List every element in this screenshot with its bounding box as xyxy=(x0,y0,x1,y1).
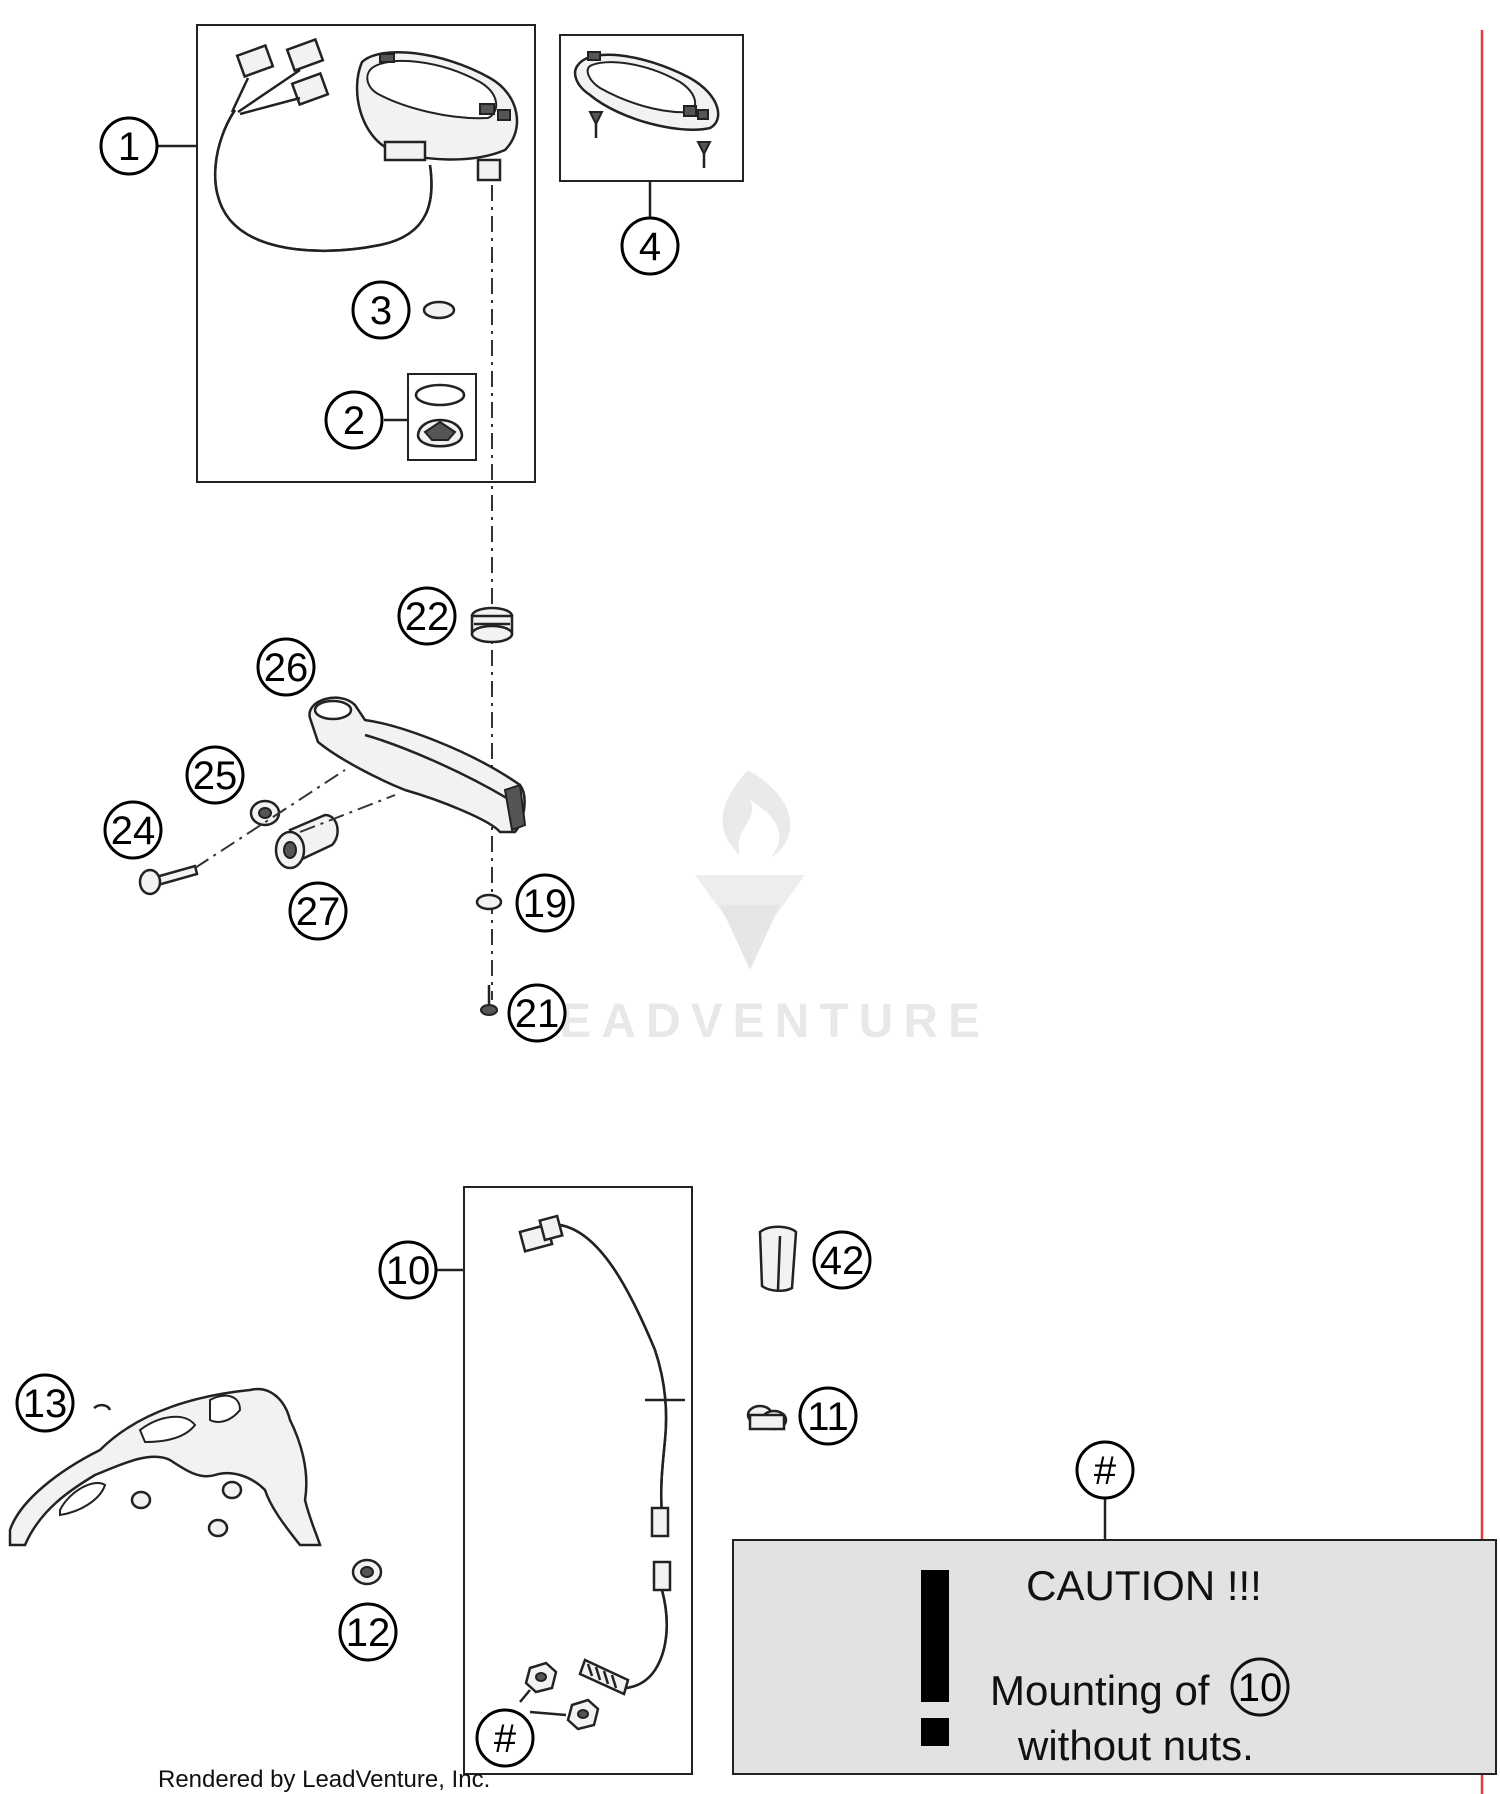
part-26-bracket xyxy=(308,696,527,834)
callout-42: 42 xyxy=(812,1230,872,1290)
callout-10: 10 xyxy=(378,1240,438,1300)
caution-line-1: Mounting of xyxy=(990,1667,1210,1714)
callout-hash-note: # xyxy=(1075,1440,1135,1500)
callout-25: 25 xyxy=(185,745,245,805)
callout-22: 22 xyxy=(397,586,457,646)
speed-sensor-cable-icon xyxy=(518,1214,685,1696)
svg-text:1: 1 xyxy=(118,125,140,169)
footer-credit: Rendered by LeadVenture, Inc. xyxy=(158,1766,490,1793)
callout-12: 12 xyxy=(338,1602,398,1662)
callout-hash-nuts: # xyxy=(475,1708,535,1768)
part-3-disc xyxy=(422,300,456,320)
box-part-4 xyxy=(559,34,744,182)
box-part-10 xyxy=(463,1186,693,1775)
caution-title: CAUTION !!! xyxy=(1026,1562,1262,1609)
svg-text:13: 13 xyxy=(23,1382,68,1426)
callout-11: 11 xyxy=(798,1386,858,1446)
svg-text:2: 2 xyxy=(343,399,365,443)
svg-text:3: 3 xyxy=(370,289,392,333)
callout-1: 1 xyxy=(99,116,159,176)
svg-text:11: 11 xyxy=(807,1395,849,1439)
watermark-text: LEADVENTURE xyxy=(520,995,990,1048)
caution-line-2: without nuts. xyxy=(1017,1722,1254,1769)
box-part-1 xyxy=(196,24,536,483)
svg-text:42: 42 xyxy=(820,1239,865,1283)
part-24-bolt xyxy=(138,864,199,896)
part-19-washer xyxy=(475,893,503,911)
callout-21: 21 xyxy=(507,983,567,1043)
callout-19: 19 xyxy=(515,873,575,933)
callout-3: 3 xyxy=(351,280,411,340)
svg-text:#: # xyxy=(494,1717,517,1761)
dashboard-cover-icon xyxy=(573,51,720,168)
part-22-grommet xyxy=(470,606,514,644)
callout-4: 4 xyxy=(620,216,680,276)
caution-ref-number: 10 xyxy=(1238,1666,1283,1710)
callout-13: 13 xyxy=(15,1373,75,1433)
svg-text:22: 22 xyxy=(405,595,450,639)
svg-text:25: 25 xyxy=(193,754,238,798)
caution-box xyxy=(732,1539,1497,1775)
part-11-clip xyxy=(746,1404,788,1431)
part-27-spacer xyxy=(274,813,339,870)
part-12-spacer xyxy=(351,1558,383,1586)
callout-26: 26 xyxy=(256,637,316,697)
part-21-screw xyxy=(480,985,498,1016)
caution-ref-circle xyxy=(1230,1657,1290,1717)
svg-text:12: 12 xyxy=(346,1611,391,1655)
part-42-clip xyxy=(758,1225,798,1292)
callout-27: 27 xyxy=(288,881,348,941)
svg-text:24: 24 xyxy=(111,809,156,853)
watermark-logo: LEADVENTURE xyxy=(520,770,990,1048)
svg-text:21: 21 xyxy=(515,992,560,1036)
callout-2: 2 xyxy=(324,390,384,450)
part-2-oring xyxy=(414,383,466,407)
callout-24: 24 xyxy=(103,800,163,860)
connector-icons xyxy=(230,37,330,116)
svg-text:26: 26 xyxy=(264,646,309,690)
exclamation-icon xyxy=(921,1570,949,1702)
svg-text:4: 4 xyxy=(639,225,661,269)
box-part-2 xyxy=(407,373,477,461)
speedometer-icon xyxy=(355,51,519,182)
svg-text:27: 27 xyxy=(296,890,341,934)
brake-disc-icon xyxy=(8,1387,322,1547)
nut-icons xyxy=(519,1661,600,1731)
svg-text:19: 19 xyxy=(523,882,568,926)
svg-text:10: 10 xyxy=(386,1249,431,1293)
svg-text:#: # xyxy=(1094,1449,1117,1493)
